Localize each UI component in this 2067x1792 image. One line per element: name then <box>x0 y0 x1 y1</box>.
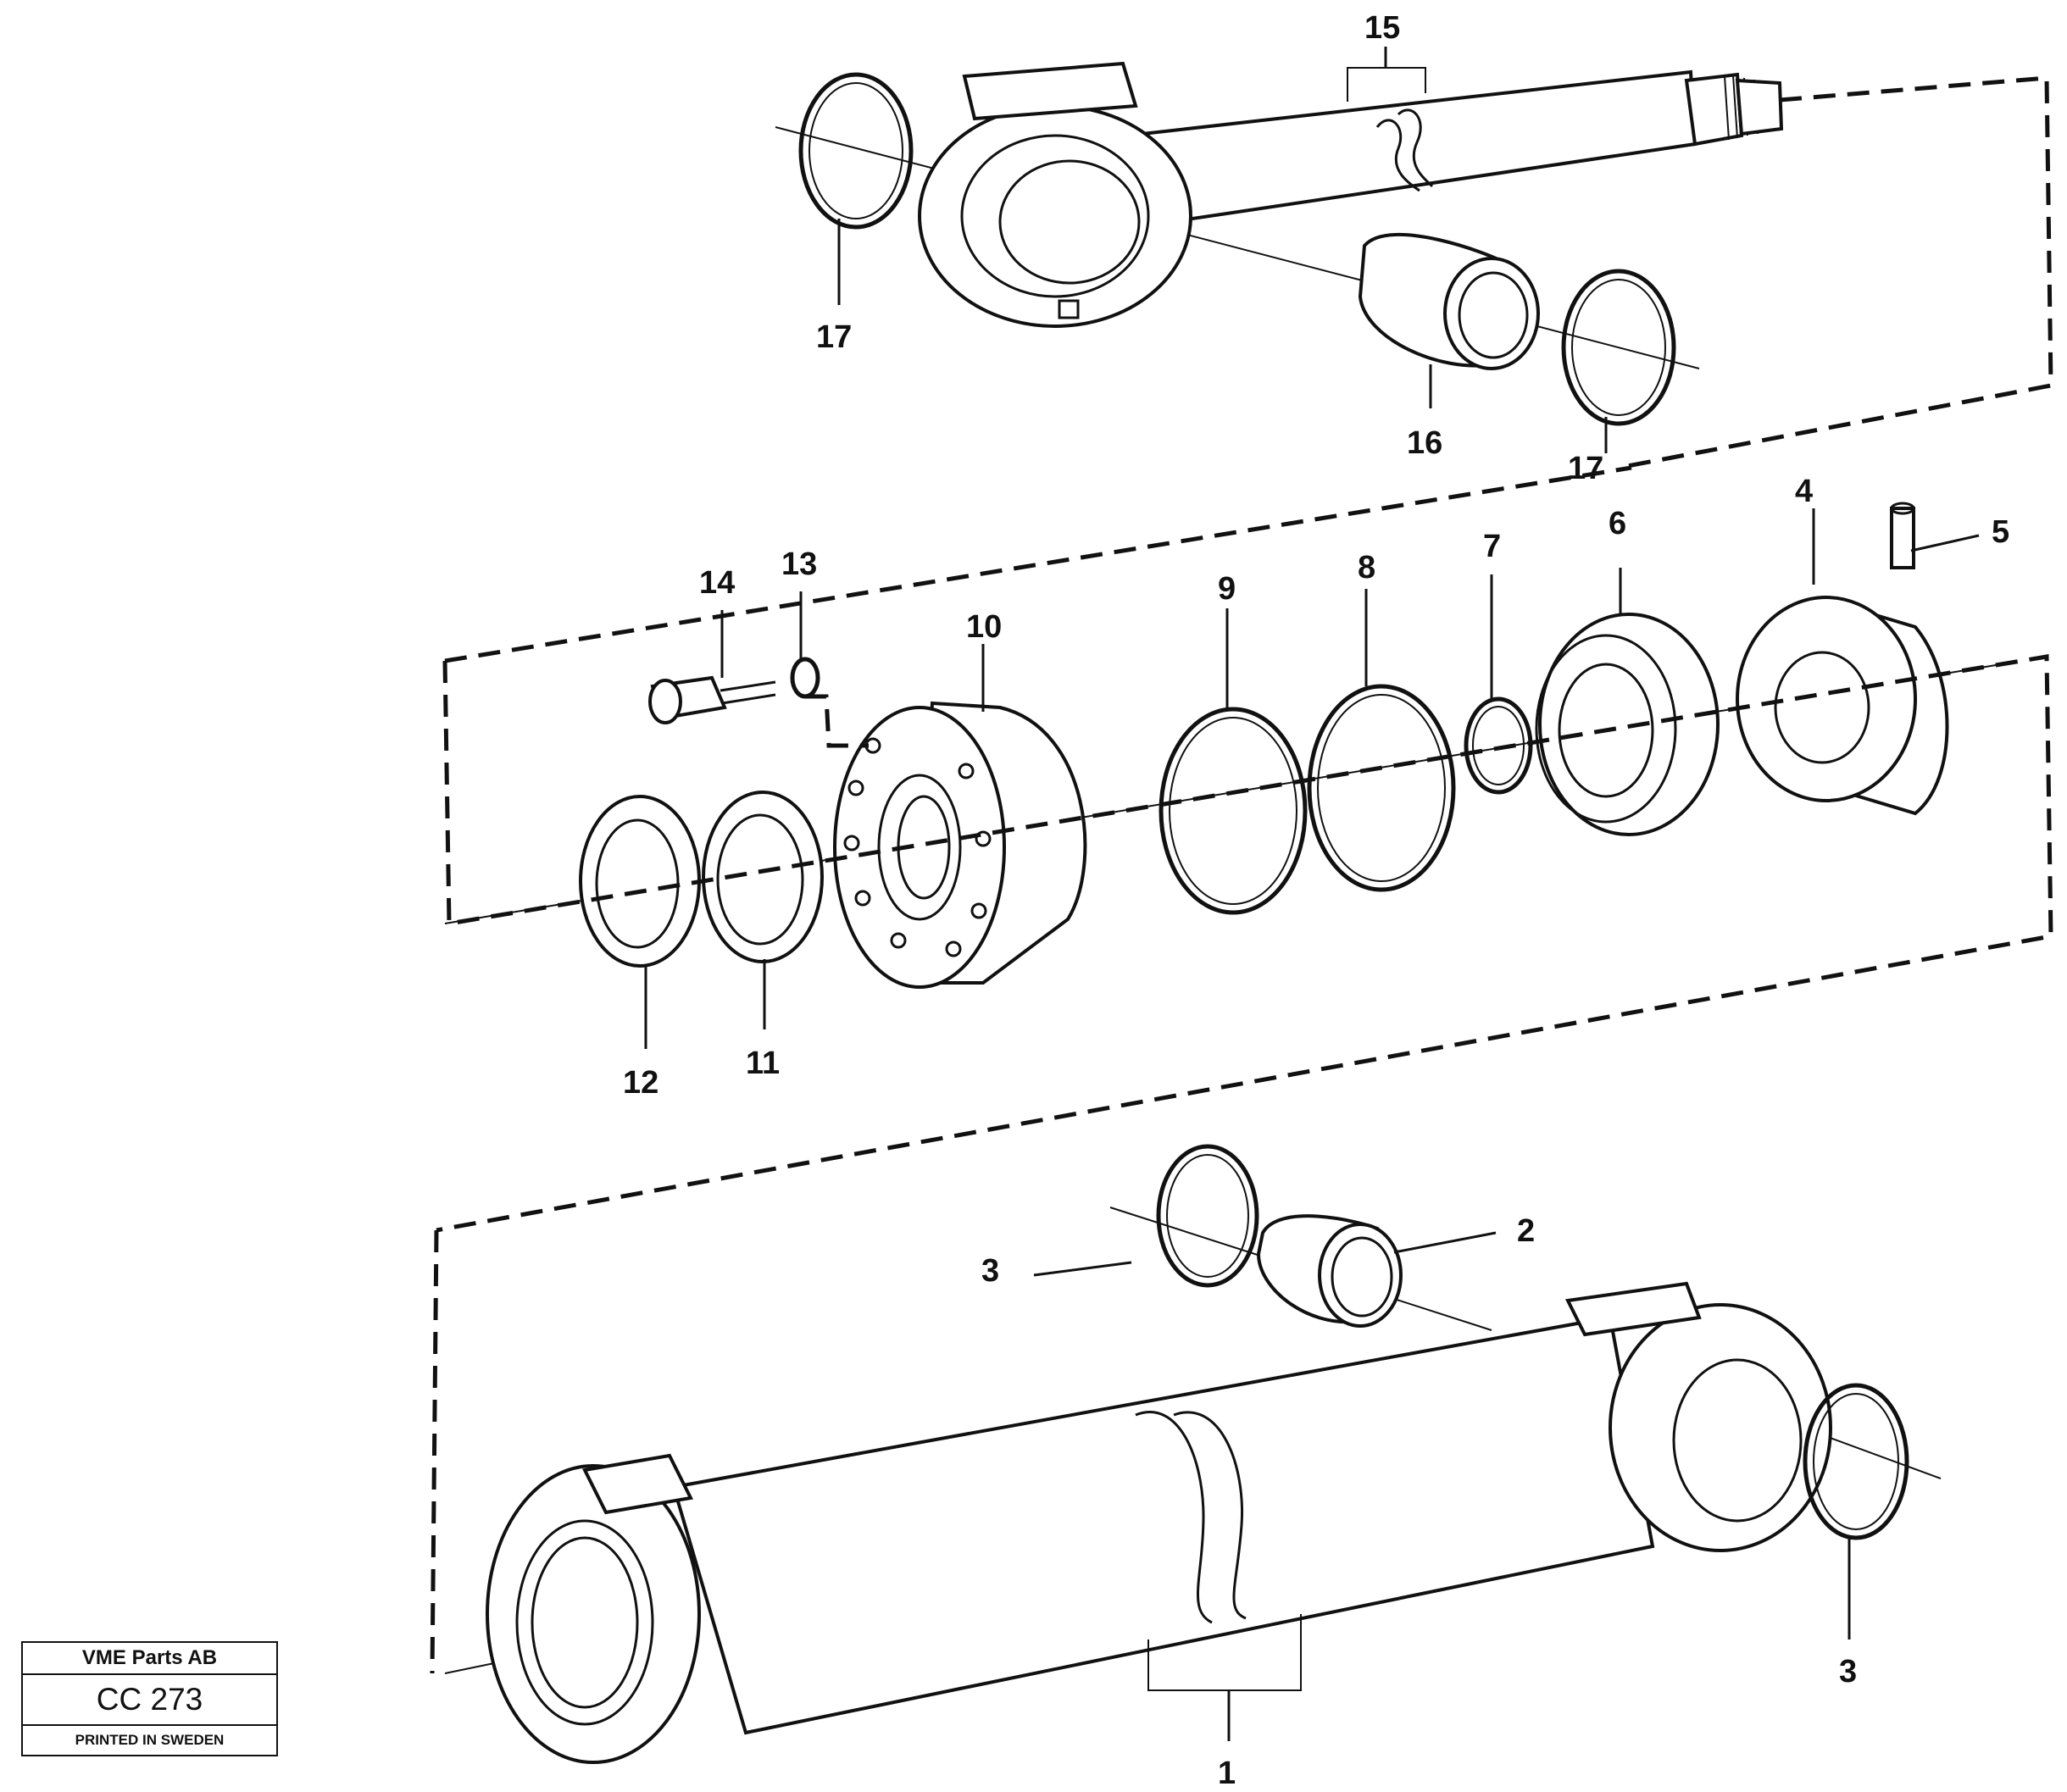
callout-13: 13 <box>781 546 817 582</box>
callout-5: 5 <box>1992 514 2009 550</box>
piston-rod-group <box>775 61 1784 426</box>
title-block: VME Parts AB CC 273 PRINTED IN SWEDEN <box>21 1641 278 1756</box>
head-bolt-holes <box>843 737 992 957</box>
leader-lines <box>644 47 1980 1741</box>
callout-14: 14 <box>699 565 735 601</box>
callout-1: 1 <box>1218 1756 1236 1791</box>
callout-8: 8 <box>1358 550 1375 585</box>
cylinder-tube-group <box>444 1144 1942 1764</box>
assembly-connection-lines <box>430 75 2053 1674</box>
callout-2: 2 <box>1517 1213 1535 1249</box>
callout-10: 10 <box>966 609 1002 645</box>
callout-17-left: 17 <box>816 319 852 355</box>
callout-4: 4 <box>1795 474 1813 509</box>
callout-9: 9 <box>1218 571 1236 607</box>
callout-17-right: 17 <box>1568 451 1603 486</box>
piston-head-group <box>444 502 1997 989</box>
callout-labels: 17 15 16 17 4 5 6 7 8 9 10 13 14 12 11 3… <box>623 10 2009 1791</box>
callout-6: 6 <box>1609 506 1626 541</box>
callout-12: 12 <box>623 1065 658 1101</box>
callout-3-left: 3 <box>981 1253 999 1289</box>
printed-note: PRINTED IN SWEDEN <box>75 1732 225 1748</box>
company-name: VME Parts AB <box>23 1643 276 1675</box>
drawing-number: CC 273 <box>23 1675 276 1726</box>
callout-11: 11 <box>746 1046 780 1081</box>
callout-15: 15 <box>1364 10 1400 46</box>
callout-3-right: 3 <box>1839 1654 1857 1689</box>
callout-16: 16 <box>1407 425 1442 461</box>
callout-7: 7 <box>1483 529 1501 564</box>
